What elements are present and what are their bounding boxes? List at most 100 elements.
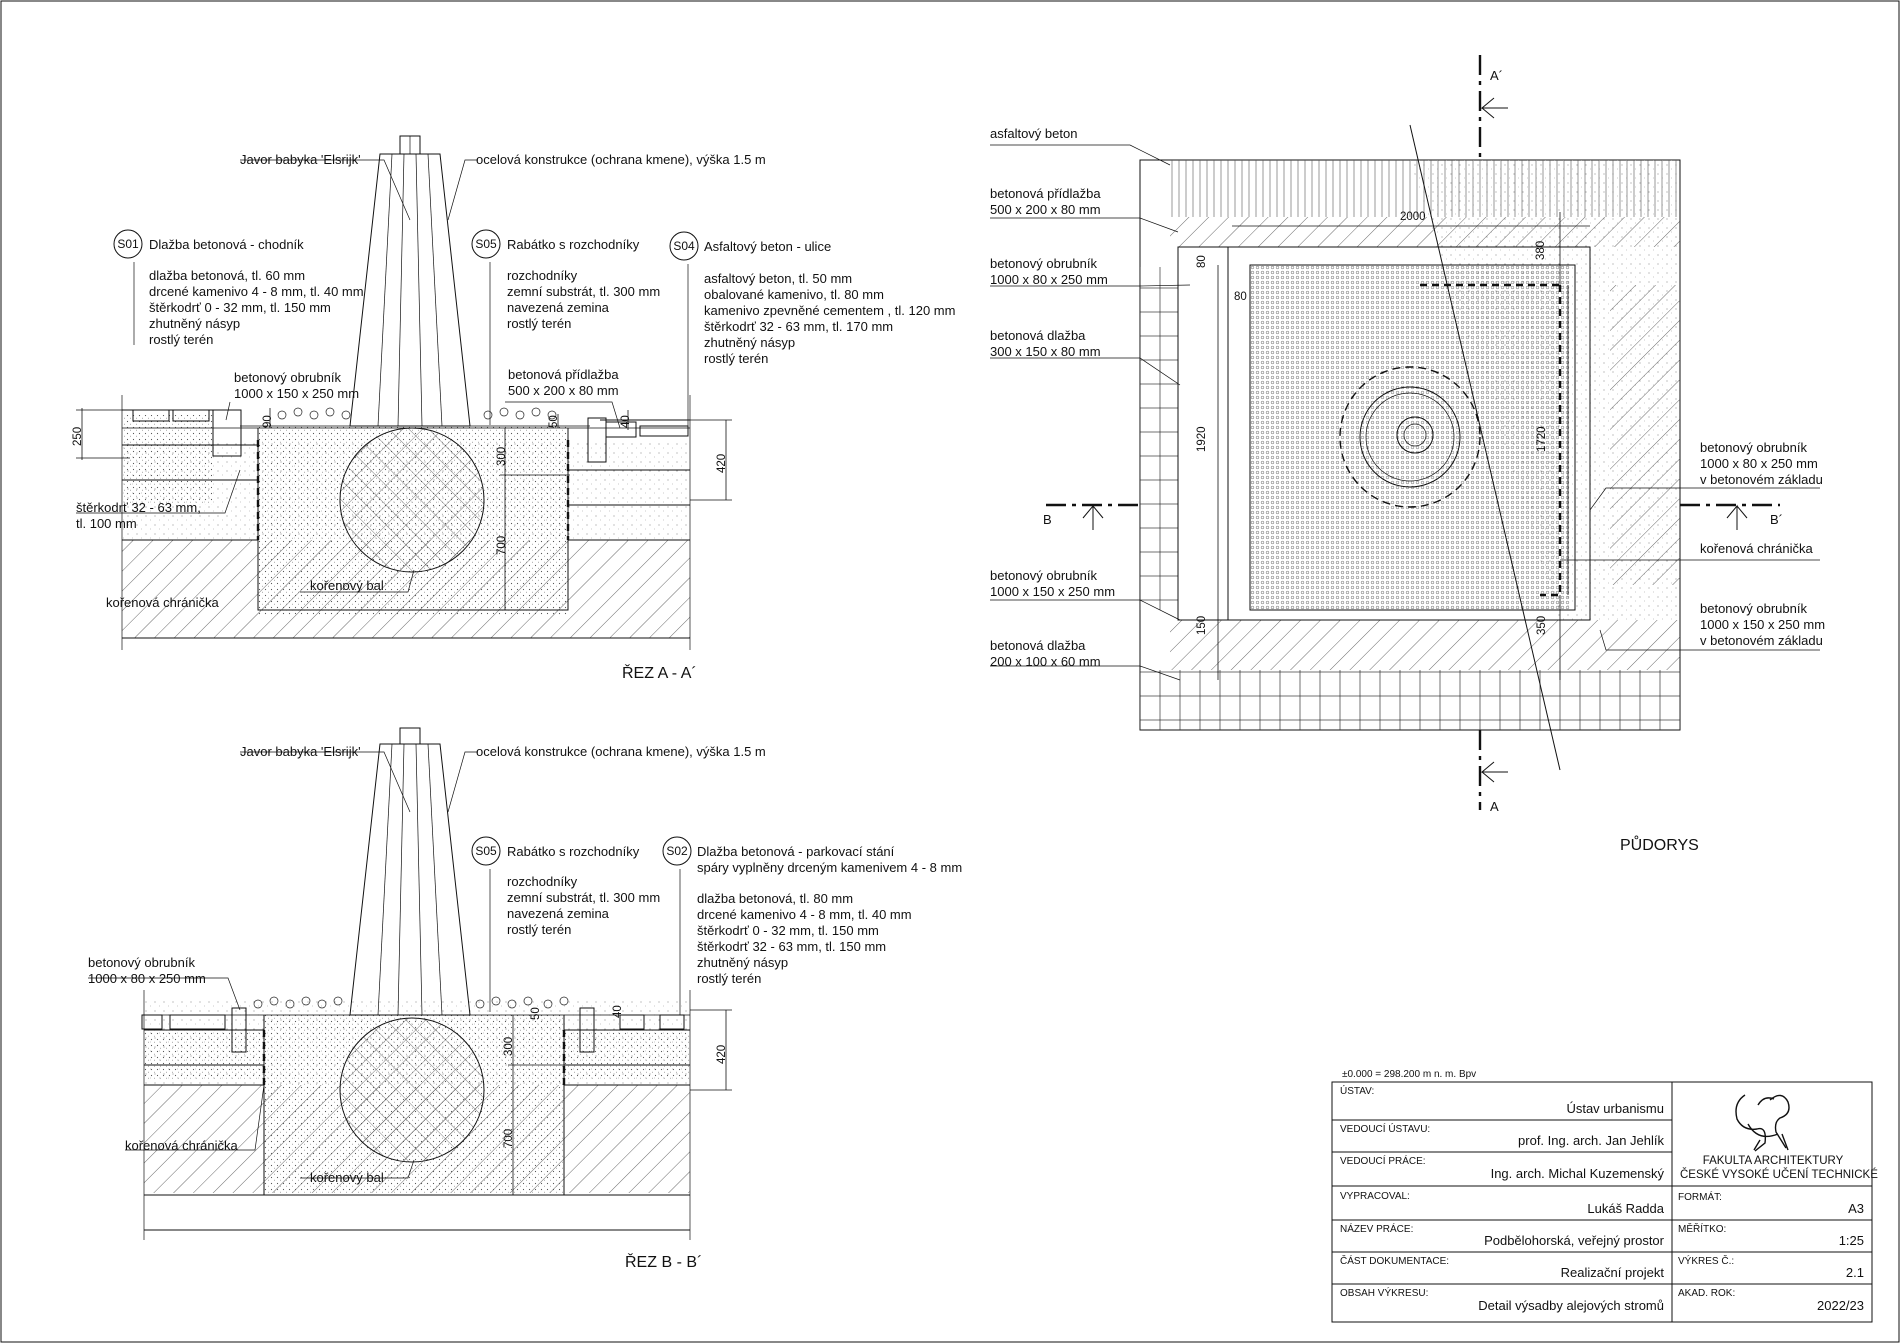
sedum-plants-aa [277, 407, 557, 420]
bb-curb-label-line: betonový obrubník [88, 955, 195, 970]
bb-s05-layers: rozchodníky zemní substrát, tl. 300 mm n… [507, 874, 660, 938]
s05-layer: rostlý terén [507, 316, 572, 331]
bb-curb-label-line: 1000 x 80 x 250 mm [88, 971, 206, 986]
datum-note: ±0.000 = 298.200 m n. m. Bpv [1342, 1069, 1477, 1080]
bb-dim-300: 300 [503, 1036, 515, 1056]
tb-value-ustav: Ústav urbanismu [1566, 1101, 1664, 1116]
section-bb [88, 727, 732, 1240]
aa-gravel-label-line: tl. 100 mm [76, 516, 137, 531]
aa-steel-label: ocelová konstrukce (ochrana kmene), výšk… [476, 152, 766, 167]
plan-dim-350: 350 [1536, 615, 1548, 635]
plan-dim-2000: 2000 [1400, 211, 1426, 223]
s01-layer: dlažba betonová, tl. 60 mm [149, 268, 306, 283]
tb-value-nazev: Podbělohorská, veřejný prostor [1484, 1233, 1664, 1248]
plan-label-asphalt: asfaltový beton [990, 126, 1077, 142]
tb-faculty-line: FAKULTA ARCHITEKTURY [1702, 1155, 1844, 1167]
tb-label-vykres: VÝKRES Č.: [1678, 1256, 1735, 1267]
s01-badge-circle [113, 229, 143, 259]
s01-title: Dlažba betonová - chodník [149, 237, 304, 252]
s05-badge: S05 [475, 237, 497, 251]
s04-layer: zhutněný násyp [704, 335, 796, 350]
tb-label-nazev: NÁZEV PRÁCE: [1340, 1224, 1414, 1235]
bb-s05-layer: zemní substrát, tl. 300 mm [507, 890, 661, 905]
aa-root-guard-label: kořenová chránička [106, 595, 219, 610]
aa-curb-label-line: betonový obrubník [234, 370, 341, 385]
bb-tree-label: Javor babyka 'Elsrijk' [240, 744, 361, 759]
tb-value-vedouci-ustavu: prof. Ing. arch. Jan Jehlík [1518, 1133, 1664, 1148]
bb-s05-layer: rostlý terén [507, 922, 572, 937]
plan-label-line: 500 x 200 x 80 mm [990, 202, 1101, 217]
cvut-lion-logo [1735, 1094, 1790, 1152]
aa-gravel-label: štěrkodrť 32 - 63 mm, tl. 100 mm [76, 500, 201, 532]
aa-paving-label-line: 500 x 200 x 80 mm [508, 383, 619, 398]
plan-dim-80a: 80 [1196, 255, 1208, 268]
tb-value-vypracoval: Lukáš Radda [1587, 1201, 1664, 1216]
aa-paving-label-line: betonová přídlažba [508, 367, 619, 382]
s02-layer: rostlý terén [697, 971, 762, 986]
tb-label-ustav: ÚSTAV: [1340, 1086, 1375, 1097]
aa-dim-700: 700 [496, 535, 508, 555]
plan-label-line: 1000 x 150 x 250 mm [990, 584, 1116, 599]
s01-badge: S01 [117, 237, 139, 251]
s04-badge: S04 [673, 239, 695, 253]
sedum-plants-bb [253, 996, 569, 1009]
s02-subtitle: spáry vyplněny drceným kamenivem 4 - 8 m… [697, 860, 963, 875]
tb-faculty-line: ČESKÉ VYSOKÉ UČENÍ TECHNICKÉ [1680, 1169, 1878, 1181]
bb-s05-layer: rozchodníky [507, 874, 578, 889]
aa-dim-420: 420 [716, 453, 728, 473]
plan-label-line: betonový obrubník [990, 568, 1097, 583]
plan-label-line: 1000 x 80 x 250 mm [990, 272, 1108, 287]
tb-value-rok: 2022/23 [1817, 1298, 1864, 1313]
plan-dim-1720: 1720 [1536, 426, 1548, 452]
s02-title: Dlažba betonová - parkovací stání [697, 844, 895, 859]
aa-curb-label: betonový obrubník 1000 x 150 x 250 mm [234, 370, 359, 402]
s05-title: Rabátko s rozchodníky [507, 237, 640, 252]
curb-block [212, 409, 242, 457]
plan-section-a-top: A´ [1490, 68, 1503, 83]
tb-value-vedouci-prace: Ing. arch. Michal Kuzemenský [1490, 1166, 1664, 1181]
bb-dim-420: 420 [716, 1044, 728, 1064]
aa-tree-label: Javor babyka 'Elsrijk' [240, 152, 361, 167]
plan-label-line: betonová dlažba [990, 638, 1086, 653]
aa-paving-label: betonová přídlažba 500 x 200 x 80 mm [508, 367, 619, 399]
tb-value-cast: Realizační projekt [1560, 1265, 1664, 1280]
bb-dim-50: 50 [530, 1007, 542, 1020]
s04-layer: kamenivo zpevněné cementem , tl. 120 mm [704, 303, 956, 318]
tb-label-obsah: OBSAH VÝKRESU: [1340, 1288, 1429, 1299]
aa-root-ball-label: kořenový bal [310, 578, 384, 593]
s05-layer: zemní substrát, tl. 300 mm [507, 284, 661, 299]
aa-dim-300: 300 [496, 446, 508, 466]
s04-layer: asfaltový beton, tl. 50 mm [704, 271, 853, 286]
tb-value-vykres: 2.1 [1845, 1265, 1864, 1280]
plan-label-line: betonový obrubník [990, 256, 1097, 271]
s05-layer: rozchodníky [507, 268, 578, 283]
s05-layers: rozchodníky zemní substrát, tl. 300 mm n… [507, 268, 660, 332]
s02-layers: dlažba betonová, tl. 80 mm drcené kameni… [697, 891, 912, 987]
aa-section-title: ŘEZ A - A´ [622, 665, 697, 682]
tb-value-meritko: 1:25 [1838, 1233, 1864, 1248]
s04-layer: obalované kamenivo, tl. 80 mm [704, 287, 884, 302]
plan-dim-80b: 80 [1234, 291, 1247, 303]
bb-dim-700: 700 [503, 1128, 515, 1148]
tb-label-meritko: MĚŘÍTKO: [1678, 1224, 1727, 1235]
plan-label-curb-80: betonový obrubník 1000 x 80 x 250 mm [990, 256, 1108, 288]
bb-s05-layer: navezená zemina [507, 906, 609, 921]
s02-layer: štěrkodrť 32 - 63 mm, tl. 150 mm [697, 939, 887, 954]
plan-label-line: betonová přídlažba [990, 186, 1101, 201]
plan-label-right-curb-80: betonový obrubník 1000 x 80 x 250 mm v b… [1700, 440, 1823, 488]
s04-layers: asfaltový beton, tl. 50 mm obalované kam… [704, 271, 955, 367]
bb-section-title: ŘEZ B - B´ [625, 1254, 703, 1271]
tb-label-vedouci-ustavu: VEDOUCÍ ÚSTAVU: [1340, 1124, 1431, 1135]
s02-layer: dlažba betonová, tl. 80 mm [697, 891, 854, 906]
tb-label-format: FORMÁT: [1678, 1192, 1722, 1203]
tree-grate-outline [1339, 366, 1481, 508]
s01-layer: drcené kamenivo 4 - 8 mm, tl. 40 mm [149, 284, 364, 299]
s02-layer: zhutněný násyp [697, 955, 789, 970]
plan-label-right-curb-150: betonový obrubník 1000 x 150 x 250 mm v … [1700, 601, 1825, 649]
plan-label-paving-edge: betonová přídlažba 500 x 200 x 80 mm [990, 186, 1101, 218]
plan-view [990, 55, 1820, 810]
tb-faculty: FAKULTA ARCHITEKTURY ČESKÉ VYSOKÉ UČENÍ … [1680, 1154, 1878, 1182]
bb-curb-label: betonový obrubník 1000 x 80 x 250 mm [88, 955, 206, 987]
plan-label-paving-200: betonová dlažba 200 x 100 x 60 mm [990, 638, 1101, 670]
plan-label-line: betonový obrubník [1700, 601, 1807, 616]
